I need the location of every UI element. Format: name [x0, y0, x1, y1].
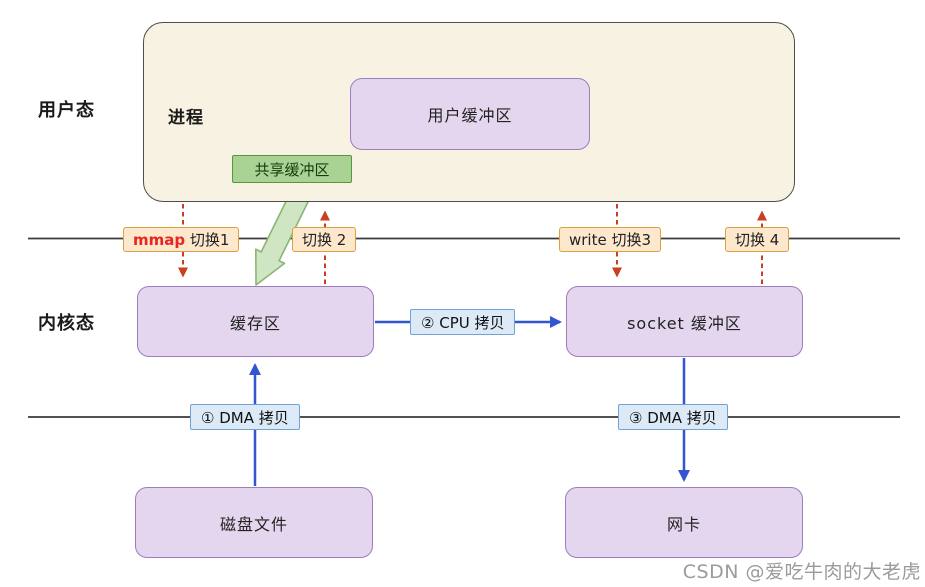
nic-box: 网卡 [565, 487, 803, 558]
kernel-mode-label: 内核态 [38, 313, 95, 334]
cpu-copy2-label: ② CPU 拷贝 [410, 309, 516, 335]
dma-copy3-label: ③ DMA 拷贝 [618, 404, 728, 430]
dma-copy1-label: ① DMA 拷贝 [190, 404, 300, 430]
switch3-label: write 切换3 [559, 227, 662, 252]
switch1-mmap-keyword: mmap [133, 230, 186, 249]
socket-buffer-box: socket 缓冲区 [566, 286, 803, 357]
switch1-label: mmap 切换1 [123, 227, 240, 252]
switch1-rest: 切换1 [185, 231, 230, 249]
user-mode-label: 用户态 [38, 100, 95, 121]
switch2-label: 切换 2 [292, 227, 357, 252]
disk-file-box: 磁盘文件 [135, 487, 373, 558]
watermark: CSDN @爱吃牛肉的大老虎 [682, 561, 921, 583]
switch4-label: 切换 4 [725, 227, 790, 252]
user-buffer-box: 用户缓冲区 [350, 78, 590, 150]
shared-buffer-label: 共享缓冲区 [232, 155, 352, 183]
process-label: 进程 [168, 108, 204, 128]
kernel-buffer-box: 缓存区 [137, 286, 374, 357]
